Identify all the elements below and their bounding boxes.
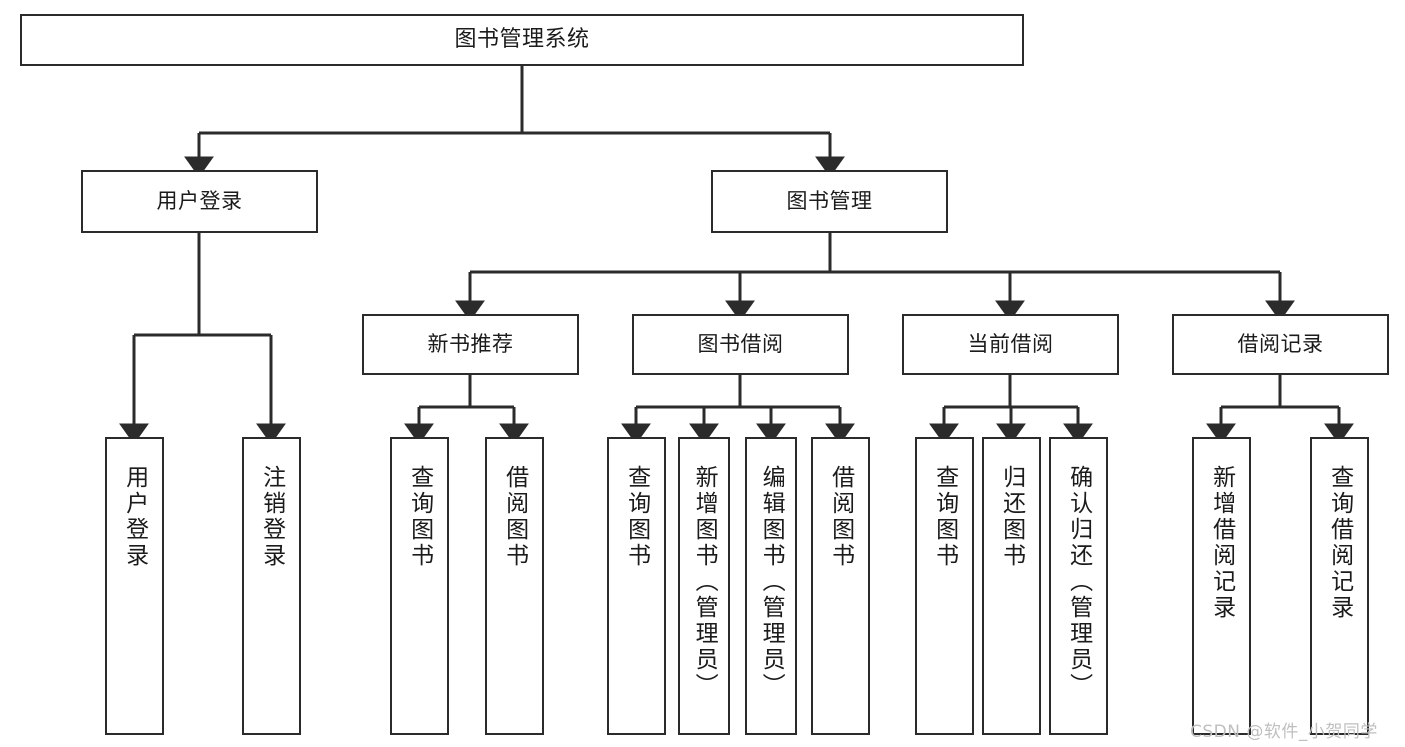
node-label: 新书推荐 — [427, 332, 514, 357]
node-label: 归还图书 — [998, 465, 1025, 569]
leaf-book-borrow-add[interactable]: 新增图书（管理员） — [678, 437, 730, 735]
leaf-book-borrow-query[interactable]: 查询图书 — [607, 437, 666, 735]
node-current-borrow[interactable]: 当前借阅 — [902, 314, 1119, 375]
leaf-record-query[interactable]: 查询借阅记录 — [1310, 437, 1369, 735]
leaf-book-borrow-borrow[interactable]: 借阅图书 — [811, 437, 870, 735]
node-book-borrow[interactable]: 图书借阅 — [632, 314, 849, 375]
node-book-management[interactable]: 图书管理 — [711, 170, 948, 233]
leaf-user-login-signin[interactable]: 用户登录 — [105, 437, 164, 735]
node-label: 确认归还（管理员） — [1065, 465, 1092, 699]
node-label: 查询图书 — [406, 465, 433, 569]
node-label: 图书借阅 — [697, 332, 784, 357]
node-label: 查询图书 — [931, 465, 958, 569]
node-label: 借阅图书 — [501, 465, 528, 569]
leaf-record-add[interactable]: 新增借阅记录 — [1192, 437, 1251, 735]
node-label: 借阅图书 — [827, 465, 854, 569]
leaf-book-borrow-edit[interactable]: 编辑图书（管理员） — [745, 437, 797, 735]
leaf-current-borrow-confirm-return[interactable]: 确认归还（管理员） — [1049, 437, 1108, 735]
node-new-book-recommend[interactable]: 新书推荐 — [362, 314, 579, 375]
node-label: 注销登录 — [258, 465, 285, 569]
node-borrow-record[interactable]: 借阅记录 — [1172, 314, 1389, 375]
leaf-current-borrow-query[interactable]: 查询图书 — [915, 437, 974, 735]
leaf-new-book-borrow[interactable]: 借阅图书 — [485, 437, 544, 735]
node-user-login[interactable]: 用户登录 — [81, 170, 318, 233]
node-label: 查询借阅记录 — [1326, 465, 1353, 621]
node-label: 当前借阅 — [967, 332, 1054, 357]
node-label: 查询图书 — [623, 465, 650, 569]
leaf-new-book-query[interactable]: 查询图书 — [390, 437, 449, 735]
node-label: 新增图书（管理员） — [691, 465, 718, 699]
node-label: 借阅记录 — [1237, 332, 1324, 357]
node-label: 新增借阅记录 — [1208, 465, 1235, 621]
node-root-system[interactable]: 图书管理系统 — [20, 14, 1024, 66]
leaf-current-borrow-return[interactable]: 归还图书 — [982, 437, 1041, 735]
node-label: 图书管理 — [786, 189, 873, 214]
node-label: 图书管理系统 — [454, 27, 590, 53]
leaf-user-login-signout[interactable]: 注销登录 — [242, 437, 301, 735]
watermark-text: CSDN @软件_小贺同学 — [1190, 722, 1378, 742]
node-label: 编辑图书（管理员） — [758, 465, 785, 699]
node-label: 用户登录 — [121, 465, 148, 569]
node-label: 用户登录 — [156, 189, 243, 214]
